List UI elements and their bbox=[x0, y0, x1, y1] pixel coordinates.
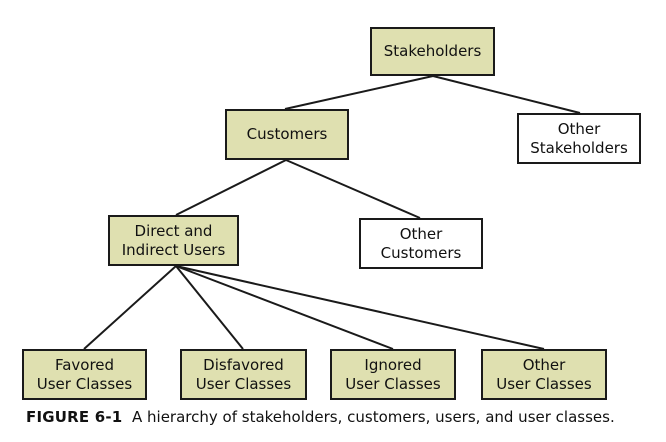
other-stakeholders-label: Other Stakeholders bbox=[530, 119, 628, 157]
edge-stakeholders-customers bbox=[284, 75, 434, 110]
ignored-user-classes-box: Ignored User Classes bbox=[330, 349, 456, 400]
other-stakeholders-box: Other Stakeholders bbox=[517, 113, 641, 164]
direct-indirect-users-label: Direct and Indirect Users bbox=[121, 221, 226, 259]
edge-stakeholders-other-stakeholders bbox=[432, 75, 581, 114]
customers-box: Customers bbox=[225, 109, 349, 160]
stakeholders-box: Stakeholders bbox=[370, 27, 495, 76]
disfavored-user-classes-box: Disfavored User Classes bbox=[180, 349, 307, 400]
favored-user-classes-label: Favored User Classes bbox=[36, 355, 133, 393]
other-user-classes-label: Other User Classes bbox=[496, 355, 592, 393]
caption-text: A hierarchy of stakeholders, customers, … bbox=[132, 408, 615, 426]
figure-caption: FIGURE 6-1 A hierarchy of stakeholders, … bbox=[26, 408, 646, 426]
edge-users-ignored bbox=[175, 265, 394, 350]
customers-label: Customers bbox=[246, 125, 328, 143]
disfavored-user-classes-label: Disfavored User Classes bbox=[195, 355, 292, 393]
edge-customers-other-customers bbox=[285, 159, 421, 219]
edge-customers-direct-users bbox=[175, 159, 287, 216]
edge-users-disfavored bbox=[175, 265, 244, 350]
stakeholders-label: Stakeholders bbox=[383, 42, 482, 60]
edge-users-favored bbox=[83, 265, 177, 350]
other-user-classes-box: Other User Classes bbox=[481, 349, 607, 400]
direct-indirect-users-box: Direct and Indirect Users bbox=[108, 215, 239, 266]
edge-users-other-classes bbox=[175, 265, 545, 350]
other-customers-box: Other Customers bbox=[359, 218, 483, 269]
favored-user-classes-box: Favored User Classes bbox=[22, 349, 147, 400]
figure-number: FIGURE 6-1 bbox=[26, 408, 123, 426]
ignored-user-classes-label: Ignored User Classes bbox=[345, 355, 441, 393]
other-customers-label: Other Customers bbox=[380, 224, 462, 262]
